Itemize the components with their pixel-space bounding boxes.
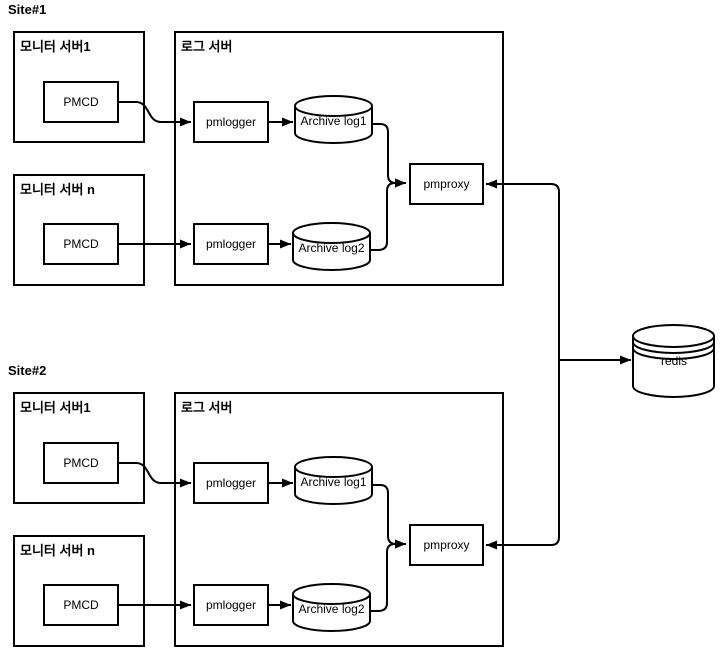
pmlogger-node: pmlogger <box>193 584 269 626</box>
connector-trunk-pmproxy1 <box>486 179 560 360</box>
pmcd-node: PMCD <box>43 584 119 626</box>
site-1-monitor-server-n-box: 모니터 서버 n <box>13 174 145 286</box>
monitor-server-n-title: 모니터 서버 n <box>20 182 95 197</box>
pmproxy-node: pmproxy <box>409 524 484 566</box>
pmlogger-node: pmlogger <box>193 462 269 504</box>
site-2-log-server-box: 로그 서버 <box>174 392 504 647</box>
monitor-server-1-title: 모니터 서버1 <box>20 400 91 415</box>
redis-trunk <box>486 179 715 550</box>
pmproxy-node: pmproxy <box>409 163 484 205</box>
redis-label: redis <box>660 354 687 368</box>
pmcd-node: PMCD <box>43 223 119 265</box>
pmcd-node: PMCD <box>43 81 119 123</box>
archive-log2-label: Archive log2 <box>298 241 365 255</box>
pmlogger-node: pmlogger <box>193 101 269 143</box>
site-2-monitor-server-1-box: 모니터 서버1 <box>13 392 145 504</box>
site-1-monitor-server-1-box: 모니터 서버1 <box>13 31 145 143</box>
archive-log1-label: Archive log1 <box>300 114 367 128</box>
log-server-title: 로그 서버 <box>181 400 233 415</box>
pmcd-node: PMCD <box>43 442 119 484</box>
connector-trunk-pmproxy2 <box>486 360 560 550</box>
archive-log2-label: Archive log2 <box>298 602 365 616</box>
redis-lid <box>632 335 715 348</box>
monitor-server-1-title: 모니터 서버1 <box>20 39 91 54</box>
monitor-server-n-title: 모니터 서버 n <box>20 543 95 558</box>
site-1-log-server-box: 로그 서버 <box>174 31 504 286</box>
site-2-label: Site#2 <box>8 363 47 378</box>
site-2-monitor-server-n-box: 모니터 서버 n <box>13 535 145 647</box>
log-server-title: 로그 서버 <box>181 39 233 54</box>
archive-log1-label: Archive log1 <box>300 475 367 489</box>
pmlogger-node: pmlogger <box>193 223 269 265</box>
redis-ring-1 <box>632 341 715 354</box>
redis-cylinder <box>632 324 715 398</box>
redis-ring-2 <box>632 347 715 360</box>
site-1-label: Site#1 <box>8 2 47 17</box>
